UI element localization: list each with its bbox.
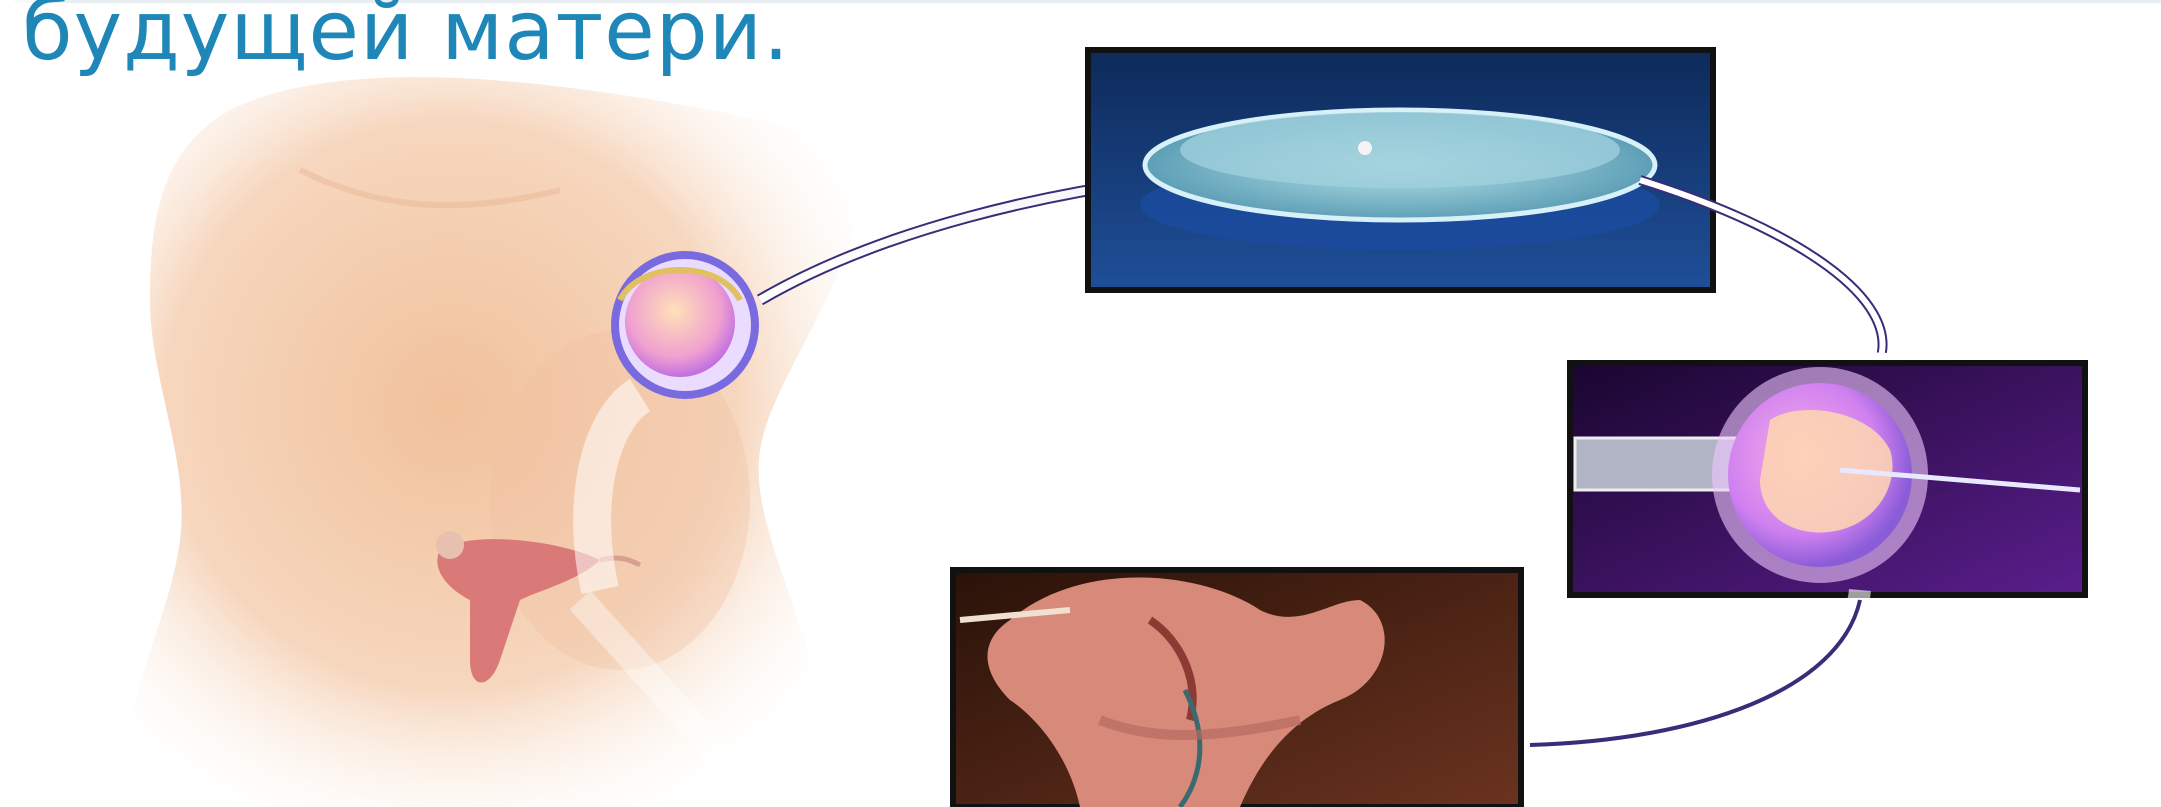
- slide-title: будущей матери.: [22, 0, 790, 79]
- uterus-transfer-icon: [953, 570, 1521, 807]
- egg-cell-icon: [615, 255, 755, 395]
- injection-fertilization-icon: [1570, 363, 2085, 595]
- petri-dish-icon: [1088, 50, 1713, 290]
- female-torso-illustration: [0, 0, 855, 807]
